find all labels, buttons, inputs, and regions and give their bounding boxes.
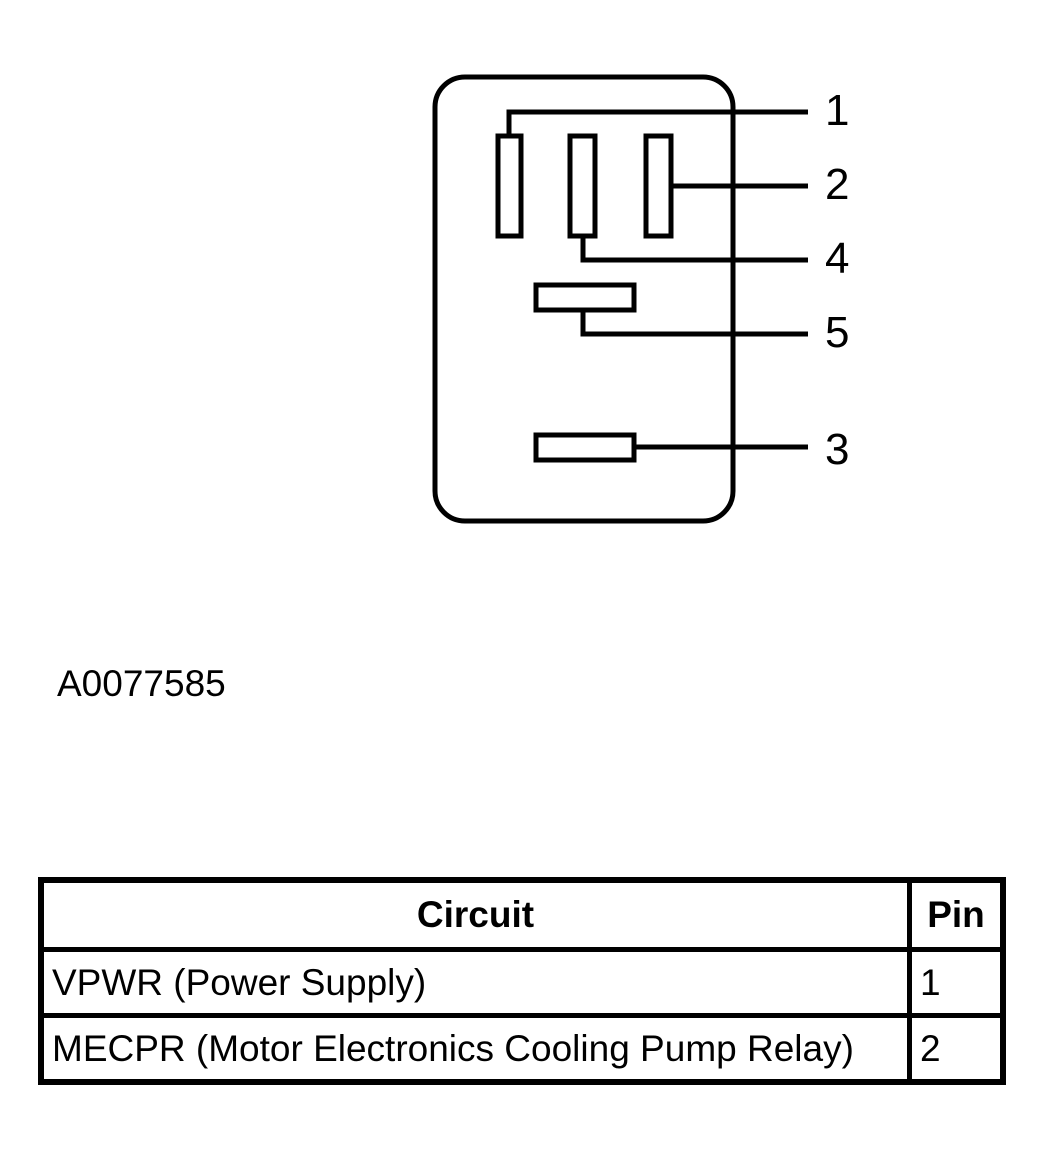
pinout-table: Circuit Pin VPWR (Power Supply) 1 MECPR … xyxy=(38,877,1006,1085)
connector-pinout-diagram: 1 2 4 5 3 xyxy=(432,74,849,524)
leader-line-4 xyxy=(580,236,808,263)
terminal-3 xyxy=(533,432,637,463)
table-row: VPWR (Power Supply) 1 xyxy=(38,947,1006,1018)
leader-line-1 xyxy=(506,109,808,136)
table-header-row: Circuit Pin xyxy=(38,877,1006,952)
terminal-2 xyxy=(643,133,674,239)
figure-id: A0077585 xyxy=(57,663,226,704)
pin-label-2: 2 xyxy=(825,160,849,209)
pin-cell: 1 xyxy=(907,947,1006,1018)
terminal-4 xyxy=(567,133,598,239)
pin-label-5: 5 xyxy=(825,308,849,357)
pin-label-3: 3 xyxy=(825,425,849,474)
terminal-5 xyxy=(533,282,637,313)
terminal-1 xyxy=(495,133,524,239)
circuit-cell: MECPR (Motor Electronics Cooling Pump Re… xyxy=(38,1013,912,1085)
circuit-cell: VPWR (Power Supply) xyxy=(38,947,912,1018)
column-header-pin: Pin xyxy=(907,877,1006,952)
pin-label-1: 1 xyxy=(825,86,849,135)
leader-line-5 xyxy=(580,310,808,337)
pin-label-4: 4 xyxy=(825,234,849,283)
table-row: MECPR (Motor Electronics Cooling Pump Re… xyxy=(38,1013,1006,1085)
column-header-circuit: Circuit xyxy=(38,877,912,952)
pin-cell: 2 xyxy=(907,1013,1006,1085)
